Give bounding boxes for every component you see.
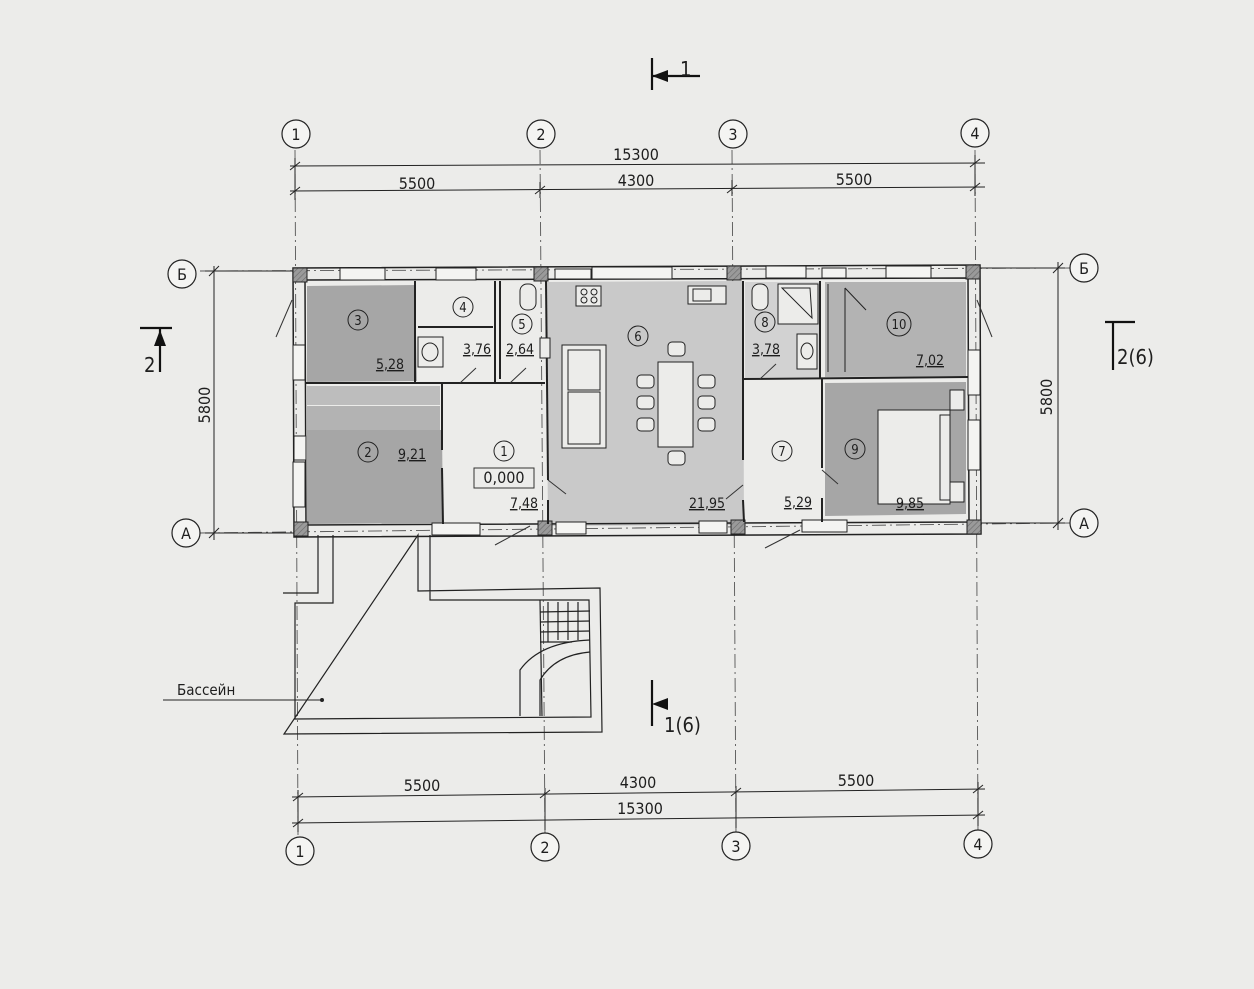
axis-bubbles <box>167 118 1099 866</box>
room-number-circles <box>347 296 912 463</box>
pool <box>282 533 603 735</box>
room-number-5: 5 <box>518 318 525 333</box>
room-number-1: 1 <box>500 445 507 460</box>
dining-table-icon <box>657 361 694 448</box>
section-label-right: 2(6) <box>1117 345 1154 369</box>
axis-label-right-b: Б <box>1079 259 1089 278</box>
room-labels: 1 7,48 2 9,21 3 5,28 4 3,76 5 2,64 6 21,… <box>354 301 944 512</box>
furniture <box>417 283 965 505</box>
section-label-top: 1 <box>680 57 691 81</box>
dim-bottom-span-1: 5500 <box>404 776 441 795</box>
side-dimension-lines <box>205 262 1065 540</box>
wall-corners <box>292 264 982 537</box>
dim-left-height: 5800 <box>195 387 214 424</box>
room-area-1: 7,48 <box>510 496 538 512</box>
room-number-6: 6 <box>634 330 641 345</box>
axis-label-bottom-1: 1 <box>295 842 304 861</box>
dim-top-span-3: 5500 <box>836 170 873 189</box>
dimension-labels: 15300 5500 4300 5500 5500 4300 5500 1530… <box>195 145 1056 818</box>
door-swings <box>275 299 993 549</box>
axis-label-bottom-3: 3 <box>731 837 740 856</box>
room-number-10: 10 <box>892 318 907 333</box>
toilet-icon-8 <box>751 283 769 311</box>
room-area-9: 9,85 <box>896 496 924 512</box>
axis-label-left-a: А <box>181 524 191 543</box>
room-number-2: 2 <box>364 446 371 461</box>
room-area-5: 2,64 <box>506 342 534 358</box>
dim-bottom-span-2: 4300 <box>620 773 657 792</box>
section-arrows <box>154 70 668 710</box>
partitions <box>306 280 969 525</box>
dim-bottom-span-3: 5500 <box>838 771 875 790</box>
room-area-6: 21,95 <box>689 496 725 512</box>
pool-label: Бассейн <box>177 681 235 699</box>
axis-label-top-3: 3 <box>728 125 737 144</box>
room-number-8: 8 <box>761 316 768 331</box>
axis-label-left-b: Б <box>177 265 187 284</box>
room-area-7: 5,29 <box>784 495 812 511</box>
section-labels: 1 1(6) 2 2(6) <box>144 57 1154 737</box>
dim-top-span-2: 4300 <box>618 171 655 190</box>
stove-icon <box>575 285 602 307</box>
toilet-icon-5 <box>519 283 537 311</box>
pool-leader <box>163 698 324 702</box>
axis-label-top-4: 4 <box>970 124 979 143</box>
bed-icon <box>877 409 951 505</box>
room-area-3: 5,28 <box>376 357 404 373</box>
room-area-8: 3,78 <box>752 342 780 358</box>
room-area-4: 3,76 <box>463 342 491 358</box>
dim-top-span-1: 5500 <box>399 174 436 193</box>
room-number-3: 3 <box>354 314 361 329</box>
level-mark-box <box>473 467 535 489</box>
room-number-4: 4 <box>459 301 466 316</box>
dim-bottom-total: 15300 <box>617 799 663 818</box>
axis-label-right-a: А <box>1079 514 1089 533</box>
room-number-7: 7 <box>778 445 785 460</box>
room-number-9: 9 <box>851 443 858 458</box>
bottom-dimension-lines <box>291 782 986 832</box>
axis-label-bottom-2: 2 <box>540 838 549 857</box>
windows <box>292 265 981 536</box>
axis-label-top-1: 1 <box>291 125 300 144</box>
dim-top-total: 15300 <box>613 145 659 164</box>
washbasin-icon-5 <box>539 337 551 359</box>
axis-labels: 1 2 3 4 1 2 3 4 Б А Б А <box>177 124 1089 861</box>
section-label-bottom: 1(6) <box>664 713 701 737</box>
level-mark: 0,000 <box>483 468 524 487</box>
top-dimension-lines <box>289 155 986 200</box>
room-area-10: 7,02 <box>916 353 944 369</box>
axis-label-top-2: 2 <box>536 125 545 144</box>
section-label-left: 2 <box>144 353 155 377</box>
axis-label-bottom-4: 4 <box>973 835 982 854</box>
dim-right-height: 5800 <box>1037 379 1056 416</box>
room-area-2: 9,21 <box>398 447 426 463</box>
